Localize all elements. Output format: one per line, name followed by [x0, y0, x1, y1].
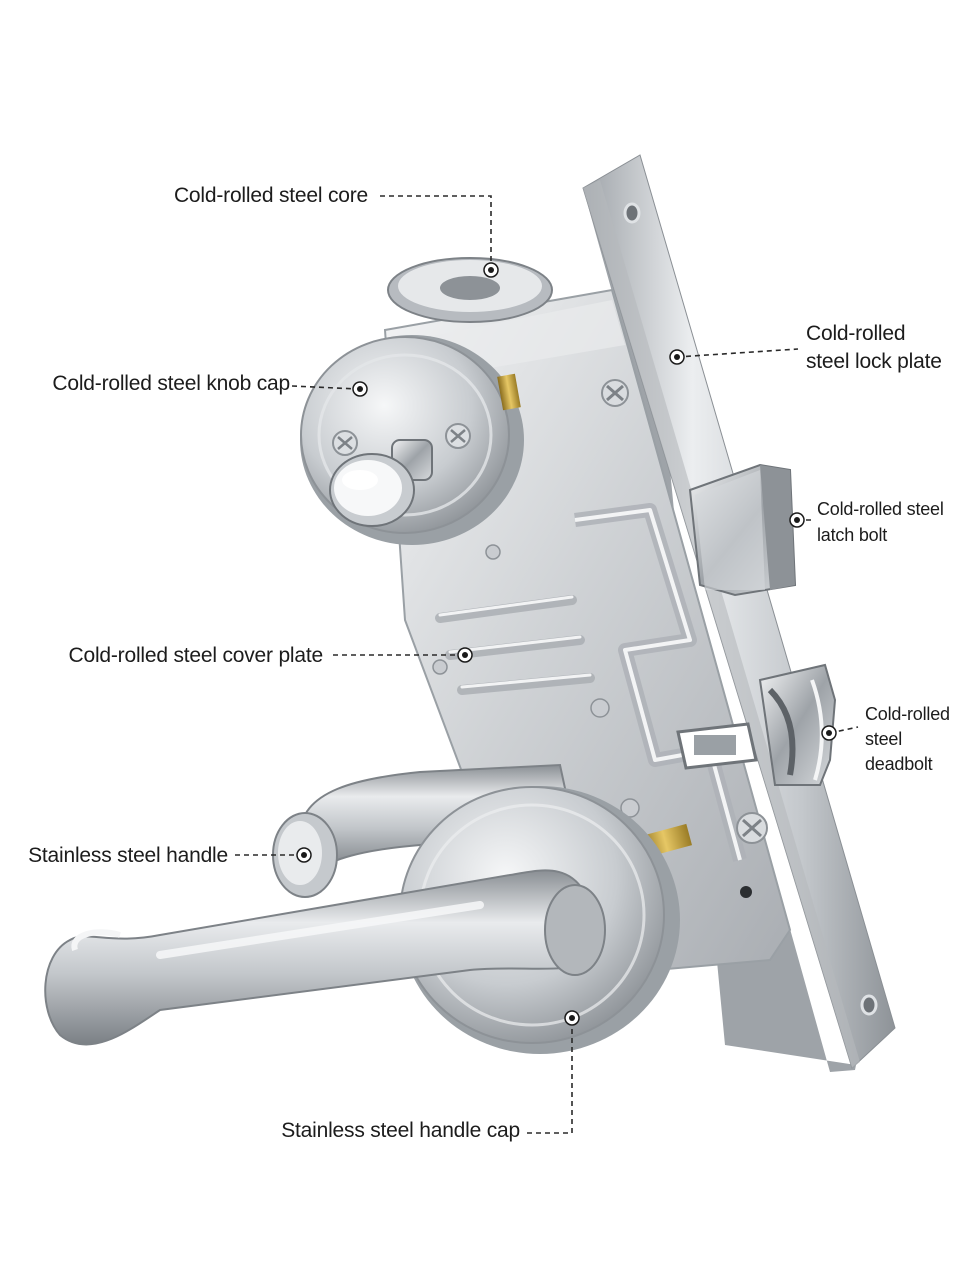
leader-knob-cap	[291, 385, 359, 390]
dot-core	[483, 262, 499, 278]
leader-handle-cap	[527, 1018, 573, 1134]
label-deadbolt-line2: steel	[865, 729, 903, 749]
knob-assembly	[300, 335, 524, 545]
label-core: Cold-rolled steel core	[100, 183, 368, 208]
label-handle: Stainless steel handle	[10, 843, 228, 868]
front-handle	[44, 869, 606, 1046]
plate-screw-hole-top	[623, 202, 641, 224]
label-cover-plate-text: Cold-rolled steel cover plate	[68, 644, 324, 667]
label-handle-cap-text: Stainless steel handle cap	[281, 1119, 520, 1142]
plate-screw-hole-bottom	[860, 994, 878, 1016]
dot-latch-bolt	[789, 512, 805, 528]
dot-lock-plate	[669, 349, 685, 365]
dot-knob-cap	[352, 381, 368, 397]
label-latch-bolt: Cold-rolled steel latch bolt	[817, 496, 957, 548]
label-handle-text: Stainless steel handle	[28, 844, 228, 867]
label-latch-bolt-line2: latch bolt	[817, 525, 888, 545]
dot-cover-plate	[457, 647, 473, 663]
lock-plate	[582, 154, 896, 1072]
label-lock-plate-line2: steel lock plate	[806, 350, 942, 373]
label-deadbolt: Cold-rolled steel deadbolt	[865, 702, 957, 777]
dot-handle-cap	[564, 1010, 580, 1026]
label-latch-bolt-line1: Cold-rolled steel	[817, 499, 944, 519]
label-cover-plate: Cold-rolled steel cover plate	[40, 643, 324, 668]
label-deadbolt-line1: Cold-rolled	[865, 704, 950, 724]
label-knob-cap-text: Cold-rolled steel knob cap	[52, 372, 290, 395]
label-handle-cap: Stainless steel handle cap	[250, 1118, 520, 1143]
label-knob-cap: Cold-rolled steel knob cap	[20, 371, 290, 396]
label-deadbolt-line3: deadbolt	[865, 754, 933, 774]
leader-core	[380, 195, 492, 262]
dot-handle	[296, 847, 312, 863]
label-lock-plate: Cold-rolled steel lock plate	[806, 320, 951, 376]
label-core-text: Cold-rolled steel core	[173, 184, 368, 207]
callout-dots	[296, 262, 837, 1026]
steel-core	[387, 257, 553, 323]
deadbolt	[758, 663, 837, 786]
label-lock-plate-line1: Cold-rolled	[806, 322, 906, 345]
dot-deadbolt	[821, 725, 837, 741]
leader-lock-plate	[676, 348, 799, 358]
latch-bolt	[688, 463, 797, 597]
